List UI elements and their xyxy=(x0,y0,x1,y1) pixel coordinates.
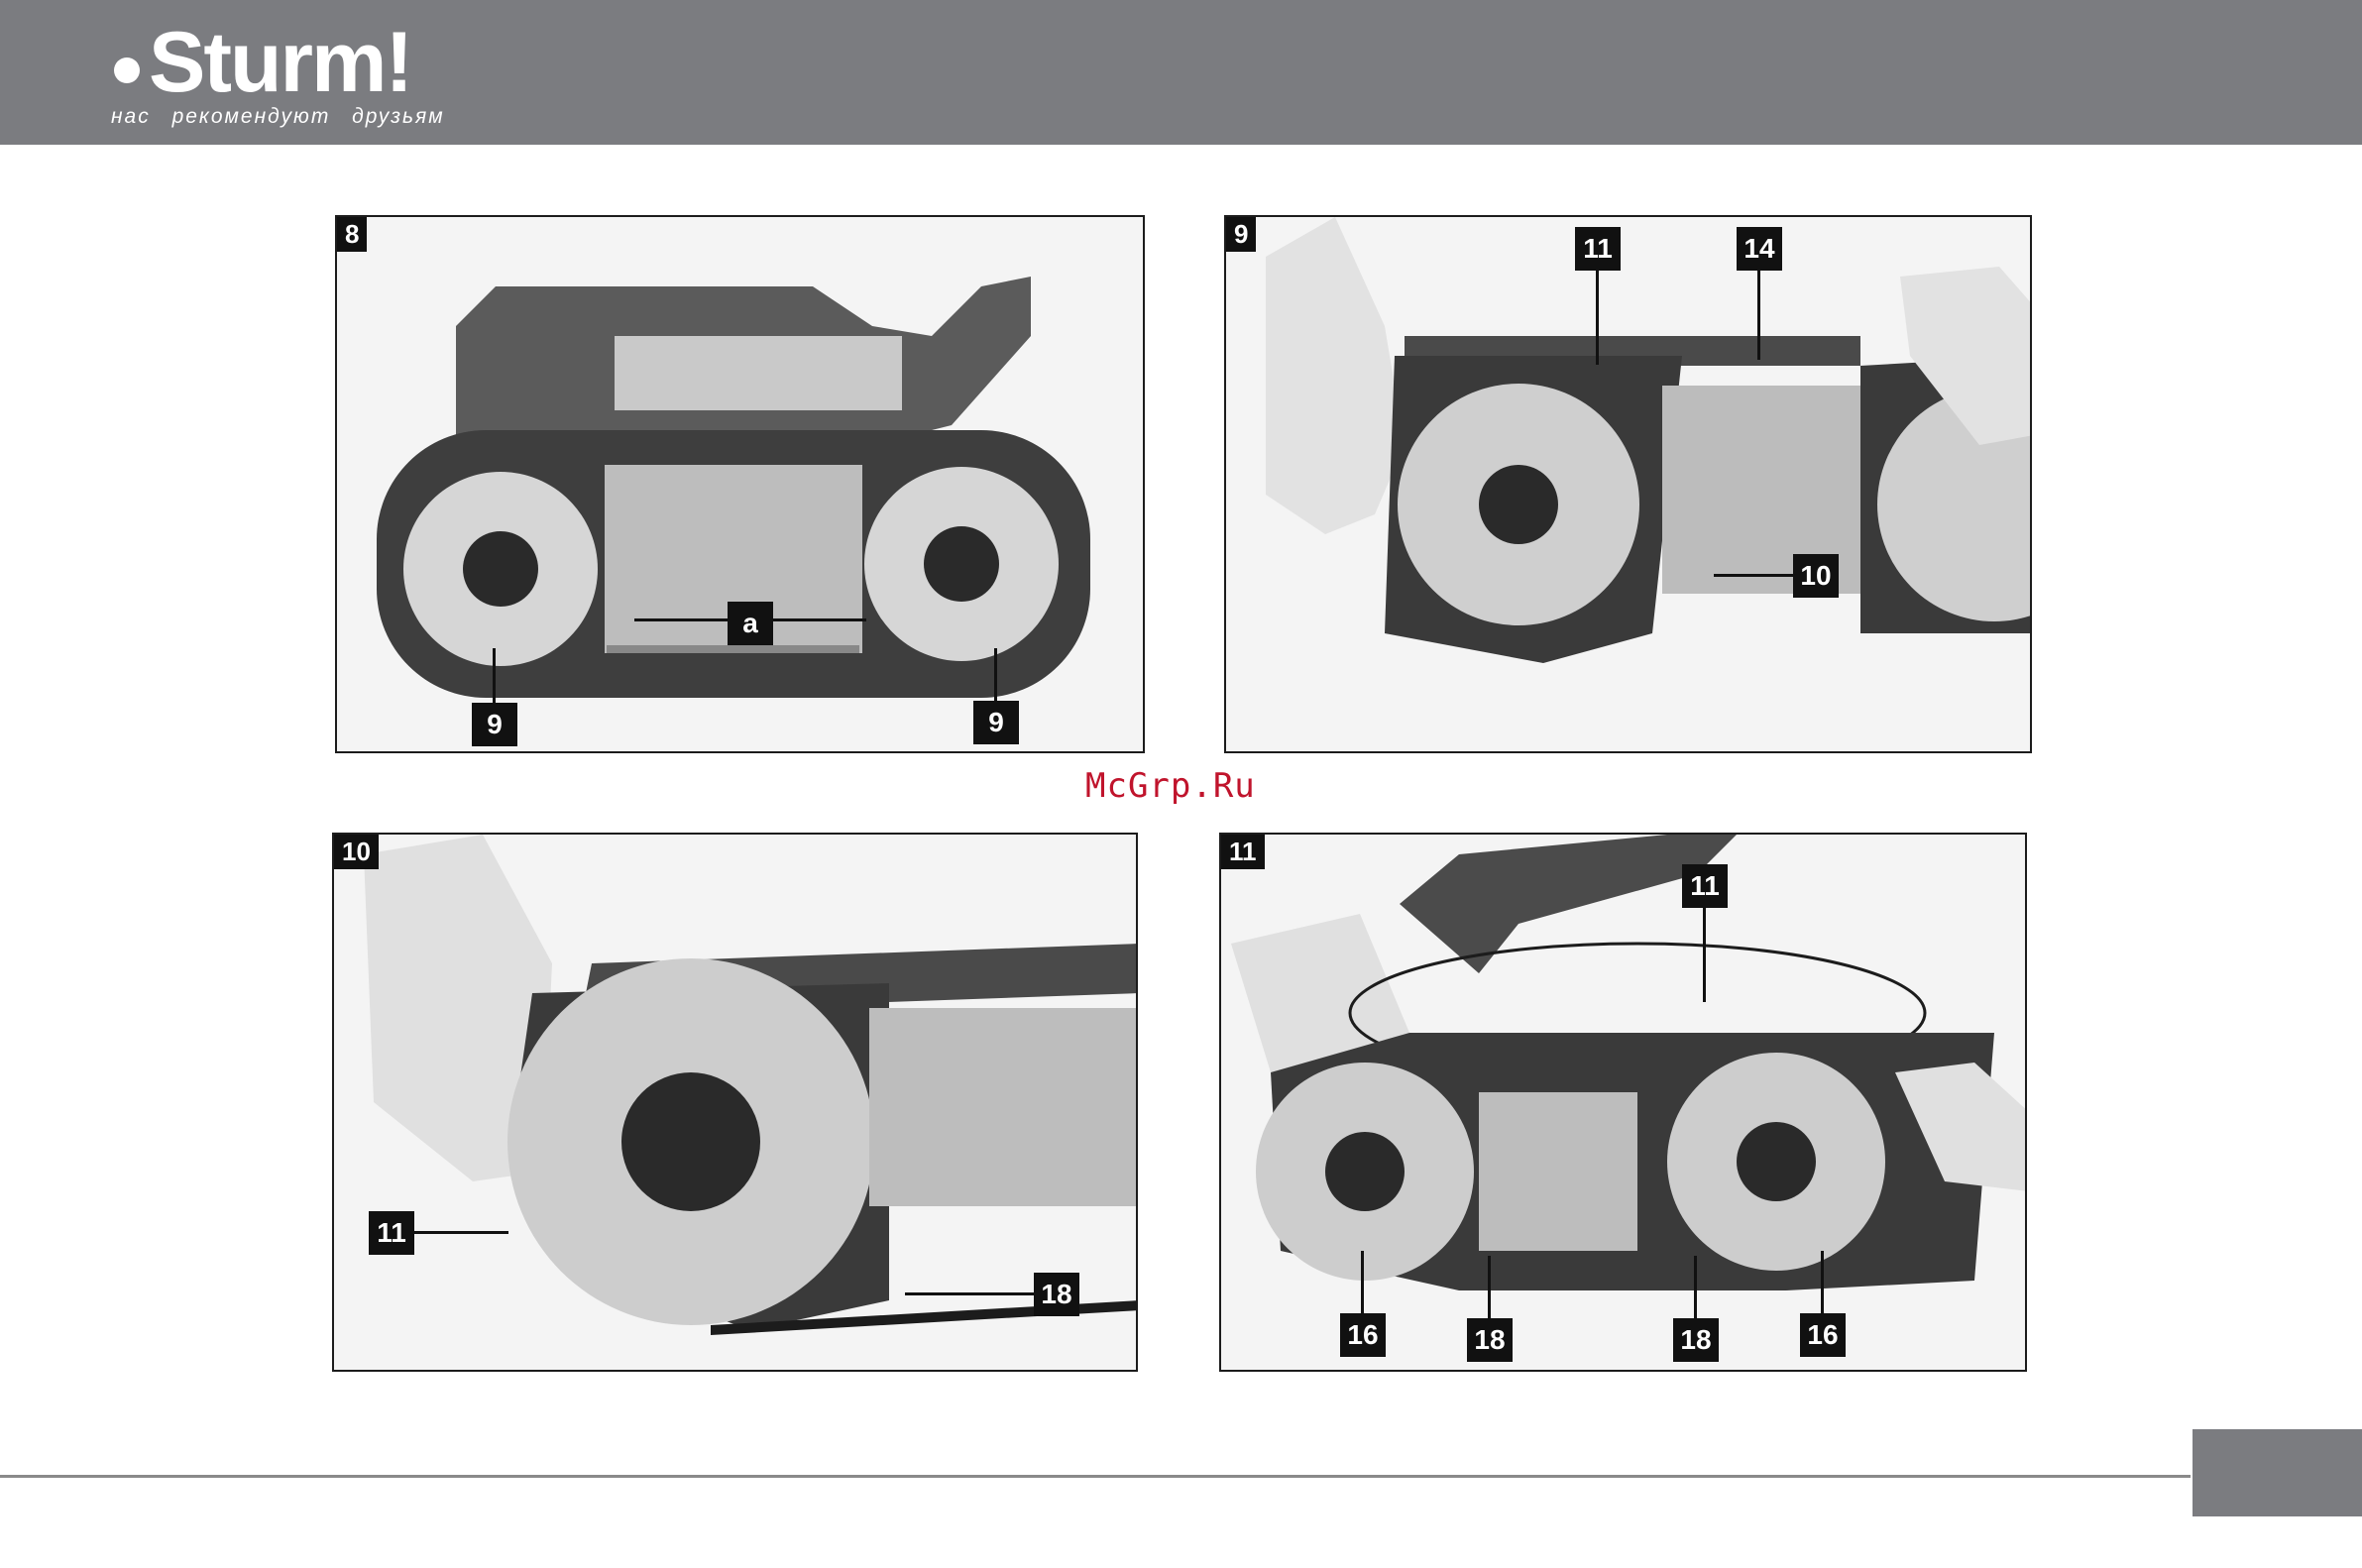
callout-label: 18 xyxy=(1034,1273,1079,1316)
callout-label: 11 xyxy=(369,1211,414,1255)
callout-leader xyxy=(773,618,866,621)
callout-leader xyxy=(1703,908,1706,1002)
callout-leader xyxy=(1596,271,1599,365)
brand-tagline: нас рекомендуют друзьям xyxy=(111,105,445,129)
callout-label: a xyxy=(728,602,773,645)
figure-number: 8 xyxy=(337,217,367,252)
callout-leader xyxy=(1821,1251,1824,1313)
figure-8-photo xyxy=(337,217,1145,753)
figure-number: 10 xyxy=(334,835,379,869)
callout-leader xyxy=(1488,1256,1491,1318)
figure-10-photo xyxy=(334,835,1138,1372)
callout-label: 11 xyxy=(1575,227,1621,271)
figure-number: 11 xyxy=(1221,835,1265,869)
callout-leader xyxy=(1714,574,1793,577)
callout-leader xyxy=(1757,271,1760,360)
callout-leader xyxy=(634,618,728,621)
callout-leader xyxy=(493,648,496,703)
callout-label: 9 xyxy=(472,703,517,746)
figure-11: 11 11 16 18 18 16 xyxy=(1219,833,2027,1372)
callout-label: 11 xyxy=(1682,864,1728,908)
callout-label: 18 xyxy=(1467,1318,1513,1362)
footer-rule xyxy=(0,1475,2191,1478)
callout-label: 14 xyxy=(1737,227,1782,271)
watermark-text: McGrp.Ru xyxy=(1085,766,1256,806)
callout-leader xyxy=(905,1292,1034,1295)
callout-label: 18 xyxy=(1673,1318,1719,1362)
figure-9: 9 11 14 10 xyxy=(1224,215,2032,753)
figure-8: 8 a 9 9 xyxy=(335,215,1145,753)
page-number-tab xyxy=(2193,1429,2362,1516)
brand-logo: Sturm! xyxy=(149,20,411,105)
logo-dot xyxy=(114,57,140,83)
figure-9-photo xyxy=(1226,217,2032,753)
callout-leader xyxy=(994,648,997,701)
callout-label: 9 xyxy=(973,701,1019,744)
callout-leader xyxy=(414,1231,508,1234)
figure-11-photo xyxy=(1221,835,2027,1372)
callout-label: 10 xyxy=(1793,554,1839,598)
callout-label: 16 xyxy=(1800,1313,1846,1357)
figure-10: 10 11 18 xyxy=(332,833,1138,1372)
callout-leader xyxy=(1694,1256,1697,1318)
header-bar: Sturm! нас рекомендуют друзьям xyxy=(0,0,2362,145)
figure-number: 9 xyxy=(1226,217,1256,252)
callout-leader xyxy=(1361,1251,1364,1313)
callout-label: 16 xyxy=(1340,1313,1386,1357)
